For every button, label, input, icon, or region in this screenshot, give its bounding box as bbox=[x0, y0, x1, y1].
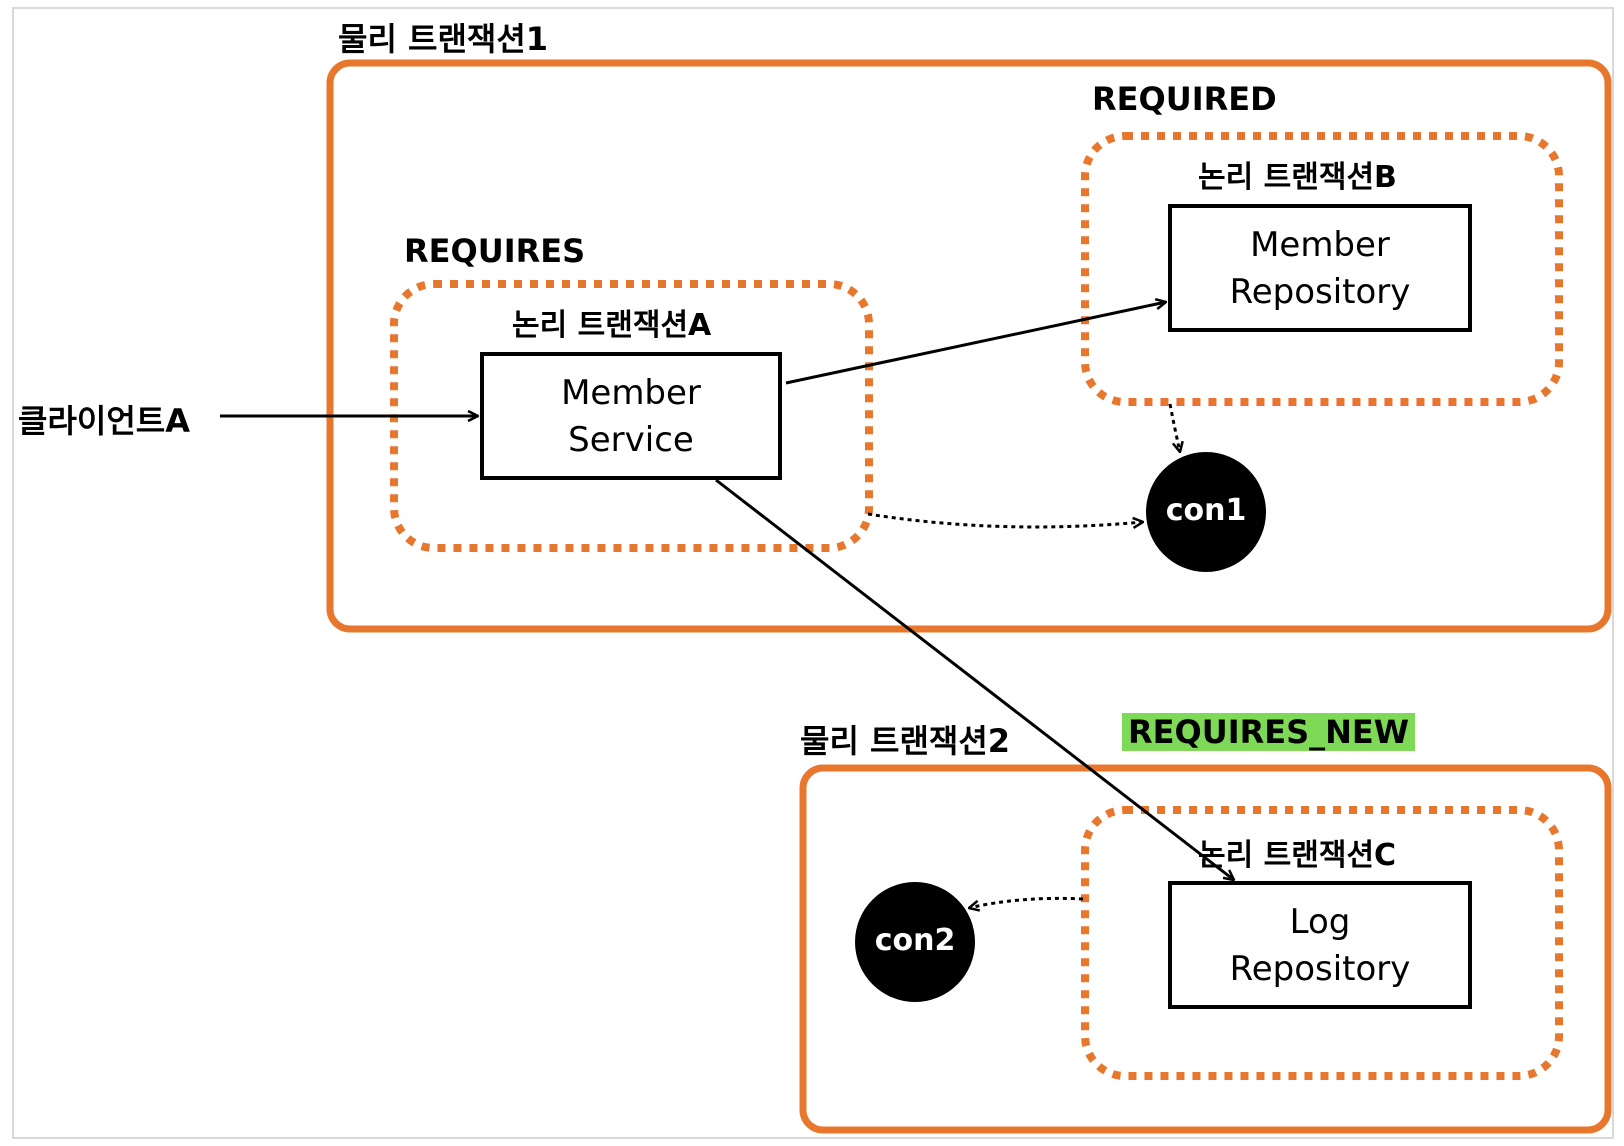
required-label: REQUIRED bbox=[1092, 80, 1277, 118]
physical-tx2-box bbox=[799, 764, 1612, 1134]
logical-tx-b-box bbox=[1081, 132, 1563, 406]
tx-a-to-con1-arrow bbox=[867, 512, 1143, 527]
physical-tx1-box bbox=[326, 59, 1612, 633]
logical-tx-b-label: 논리 트랜잭션B bbox=[1198, 160, 1397, 195]
log-repository-line2: Repository bbox=[1229, 949, 1411, 989]
con2-label: con2 bbox=[874, 923, 956, 958]
logical-tx-c-box bbox=[1081, 806, 1563, 1080]
member-service-line1: Member bbox=[561, 373, 701, 413]
member-repository-line1: Member bbox=[1250, 225, 1390, 265]
logical-tx-a-label: 논리 트랜잭션A bbox=[512, 308, 712, 343]
outer-frame bbox=[12, 7, 1614, 1139]
member-service-box bbox=[480, 352, 782, 480]
tx-c-to-con2-arrow bbox=[969, 896, 1084, 908]
con2-circle bbox=[855, 882, 975, 1002]
member-repository-box bbox=[1168, 204, 1472, 332]
log-repository-box bbox=[1168, 881, 1472, 1009]
log-repository-line1: Log bbox=[1289, 902, 1351, 942]
service-to-log-repo-arrow bbox=[715, 478, 1234, 880]
member-repository-line2: Repository bbox=[1229, 272, 1411, 312]
physical-tx2-label: 물리 트랜잭션2 bbox=[800, 722, 1011, 760]
member-service-text: Member Service bbox=[482, 370, 780, 464]
con1-label: con1 bbox=[1165, 493, 1247, 528]
service-to-member-repo-arrow bbox=[785, 302, 1166, 385]
requires-new-label: REQUIRES_NEW bbox=[1122, 713, 1416, 751]
con1-circle bbox=[1146, 452, 1266, 572]
member-repository-text: Member Repository bbox=[1170, 222, 1470, 316]
logical-tx-c-label: 논리 트랜잭션C bbox=[1198, 838, 1397, 873]
client-label: 클라이언트A bbox=[18, 402, 190, 440]
member-service-line2: Service bbox=[568, 420, 694, 460]
physical-tx1-label: 물리 트랜잭션1 bbox=[338, 20, 549, 58]
requires-label: REQUIRES bbox=[404, 232, 586, 270]
log-repository-text: Log Repository bbox=[1170, 899, 1470, 993]
tx-b-to-con1-arrow bbox=[1168, 403, 1180, 452]
